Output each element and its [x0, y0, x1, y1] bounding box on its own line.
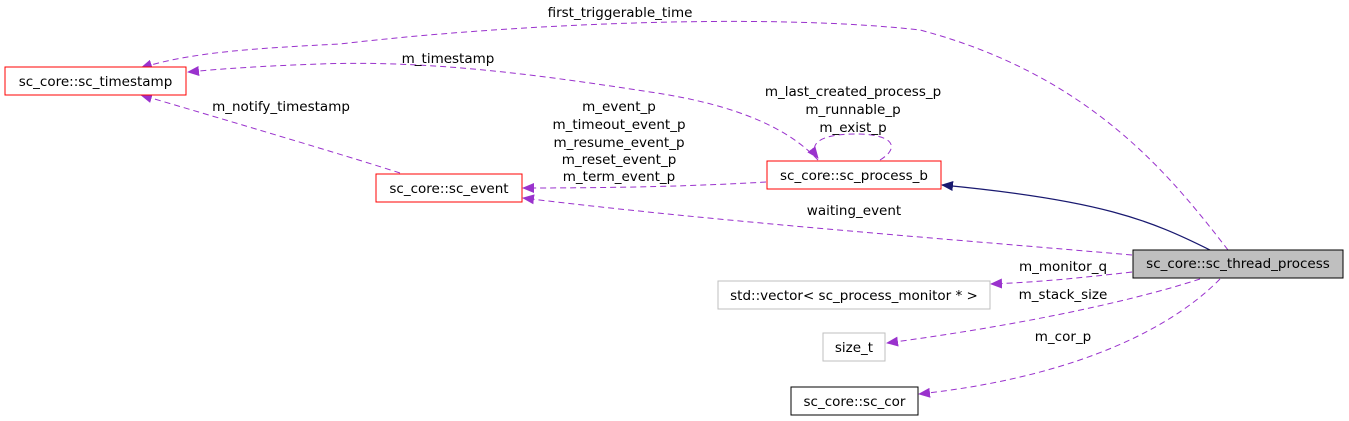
node-sc-process-b-label: sc_core::sc_process_b	[780, 168, 928, 184]
edge-labels: first_triggerable_time m_timestamp m_not…	[212, 5, 1107, 345]
node-sc-timestamp[interactable]: sc_core::sc_timestamp	[4, 66, 187, 96]
label-m-reset-event-p: m_reset_event_p	[562, 152, 677, 168]
edge-first-triggerable-time	[140, 20, 1229, 251]
label-m-exist-p: m_exist_p	[819, 120, 886, 136]
node-monitor-vector-label: std::vector< sc_process_monitor * >	[730, 288, 978, 304]
node-sc-cor-label: sc_core::sc_cor	[804, 394, 906, 410]
edge-event-pointers	[522, 181, 767, 193]
label-m-monitor-q: m_monitor_q	[1019, 259, 1107, 275]
edge-m-cor-p	[918, 278, 1221, 398]
label-m-timestamp: m_timestamp	[402, 51, 495, 67]
label-waiting-event: waiting_event	[807, 203, 901, 219]
node-size-t-label: size_t	[835, 340, 873, 356]
label-m-last-created-process-p: m_last_created_process_p	[765, 84, 941, 100]
edge-m-notify-timestamp	[140, 93, 401, 174]
label-m-stack-size: m_stack_size	[1019, 287, 1108, 303]
label-m-timeout-event-p: m_timeout_event_p	[552, 117, 685, 133]
node-sc-timestamp-label: sc_core::sc_timestamp	[19, 74, 173, 90]
node-sc-event[interactable]: sc_core::sc_event	[375, 173, 523, 203]
node-sc-event-label: sc_core::sc_event	[389, 181, 508, 197]
edges	[140, 20, 1229, 398]
edge-self-loop-process-b	[807, 133, 892, 161]
edge-m-stack-size	[886, 278, 1201, 347]
label-m-runnable-p: m_runnable_p	[805, 102, 900, 118]
label-m-notify-timestamp: m_notify_timestamp	[212, 99, 350, 115]
edge-m-timestamp	[187, 62, 819, 161]
edge-m-monitor-q	[990, 271, 1133, 289]
node-monitor-vector[interactable]: std::vector< sc_process_monitor * >	[717, 280, 991, 310]
label-m-event-p: m_event_p	[582, 99, 656, 115]
edge-inheritance	[941, 181, 1211, 251]
label-m-resume-event-p: m_resume_event_p	[553, 135, 684, 151]
node-sc-thread-process[interactable]: sc_core::sc_thread_process	[1132, 249, 1344, 279]
node-sc-cor[interactable]: sc_core::sc_cor	[790, 386, 919, 416]
label-m-term-event-p: m_term_event_p	[563, 169, 675, 185]
label-first-triggerable-time: first_triggerable_time	[548, 5, 693, 21]
node-sc-process-b[interactable]: sc_core::sc_process_b	[766, 160, 942, 190]
label-m-cor-p: m_cor_p	[1035, 329, 1091, 345]
node-size-t[interactable]: size_t	[822, 332, 886, 362]
node-sc-thread-process-label: sc_core::sc_thread_process	[1146, 256, 1330, 272]
